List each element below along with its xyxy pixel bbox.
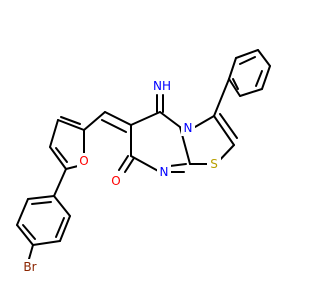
imine-nh-label: NH [153,79,171,93]
bond [261,65,271,90]
bond-double-inner [31,201,52,205]
molecule-structure: NH N N S O O Br [16,49,271,275]
bond-double-inner [169,163,187,167]
thiazole-sulfur-label: S [210,157,218,171]
bond [32,240,61,246]
label-bg [207,156,221,172]
bond [130,155,161,173]
bond [28,244,34,260]
bond [257,49,271,67]
bond [213,78,230,117]
label-bg [19,259,41,275]
bond [49,119,59,148]
bond [194,115,215,128]
atom-labels: NH N N S O O Br [19,78,221,275]
bond [53,195,71,217]
label-bg [181,120,195,136]
bond [83,111,106,131]
bond-double-inner [239,56,256,65]
ring-nitrogen-label: N [160,165,169,179]
bond [228,57,237,80]
bond [118,155,129,171]
bond [239,88,263,97]
label-bg [77,153,91,169]
ring-nitrogen-label: N [184,121,193,135]
bond [213,115,235,146]
bond [235,49,259,59]
bond-double-inner [55,217,65,238]
bond-double-inner [22,224,36,240]
bond-double-inner [255,70,263,87]
bond [16,224,34,246]
bond-double-inner [219,113,238,139]
bond [228,78,241,97]
bond [104,111,132,126]
bond [59,215,71,242]
bond [124,157,135,173]
bond-double-inner [232,78,239,90]
label-bg [109,173,123,189]
bond-lines [16,49,271,260]
bond [27,195,55,200]
bond [130,111,161,126]
bond [57,119,85,131]
bond [65,165,79,170]
bromine-label: Br [23,260,36,274]
bond-double-inner [60,116,81,125]
bond [101,119,127,133]
furan-oxygen-label: O [79,154,88,168]
bond-double-inner [55,147,68,163]
bond [53,168,67,197]
label-bg [151,78,173,94]
label-bg [157,164,171,180]
bond [49,146,67,170]
bond [159,111,181,128]
bond [16,198,29,226]
carbonyl-oxygen-label: O [111,174,120,188]
